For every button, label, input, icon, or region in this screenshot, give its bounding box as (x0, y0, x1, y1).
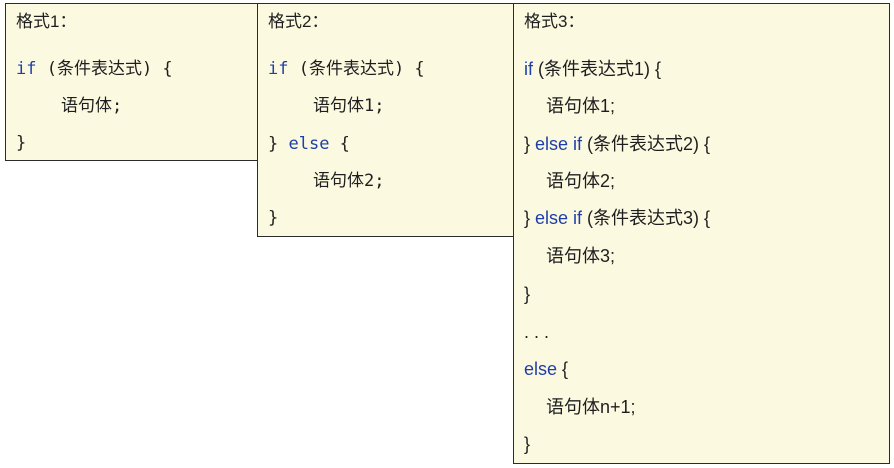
code-text: (条件表达式) { (36, 59, 173, 79)
code-text: } (16, 133, 27, 153)
code-line: 语句体2; (524, 168, 615, 194)
code-text: } (524, 134, 536, 154)
code-text: 语句体; (61, 96, 123, 116)
format1-title: 格式1： (16, 12, 77, 31)
keyword: if (524, 59, 533, 79)
format1-panel: 格式1： if (条件表达式) { 语句体; } (5, 3, 259, 161)
code-line: 语句体3; (524, 243, 615, 269)
code-text: (条件表达式1) { (533, 59, 662, 79)
code-text: 语句体n+1; (546, 397, 636, 417)
code-text: (条件表达式2) { (582, 134, 711, 154)
code-line: if (条件表达式) { (16, 56, 173, 82)
code-text: } (524, 208, 536, 228)
code-line: if (条件表达式) { (268, 56, 425, 82)
code-line: . . . (524, 319, 549, 345)
code-text: (条件表达式3) { (582, 208, 711, 228)
code-line: 语句体; (16, 93, 122, 119)
code-line: 语句体2; (268, 168, 384, 194)
code-line: } (524, 281, 530, 307)
code-line: } else if (条件表达式2) { (524, 131, 710, 157)
keyword: else (524, 359, 558, 379)
code-text: 语句体2; (313, 171, 385, 191)
code-text: 语句体3; (546, 246, 616, 266)
code-text: } (524, 434, 531, 454)
keyword: if (16, 59, 37, 79)
ellipsis: . . . (524, 322, 550, 342)
code-text: (条件表达式) { (288, 59, 425, 79)
keyword: else if (535, 134, 583, 154)
keyword: else if (535, 208, 583, 228)
keyword: if (268, 59, 289, 79)
format2-title: 格式2： (268, 12, 329, 31)
format3-panel: 格式3： if (条件表达式1) { 语句体1; } else if (条件表达… (513, 3, 890, 464)
code-text: 语句体2; (546, 171, 616, 191)
code-line: } (524, 431, 530, 457)
code-text: } (268, 208, 279, 228)
code-text: { (557, 359, 569, 379)
code-line: 语句体1; (268, 93, 384, 119)
keyword: else (288, 134, 330, 154)
code-text: 语句体1; (546, 96, 616, 116)
code-text: { (329, 134, 350, 154)
code-line: 语句体n+1; (524, 394, 636, 420)
code-line: 语句体1; (524, 93, 615, 119)
code-line: if (条件表达式1) { (524, 56, 661, 82)
code-line: else { (524, 356, 568, 382)
code-text: 语句体1; (313, 96, 385, 116)
code-line: } else if (条件表达式3) { (524, 205, 710, 231)
code-text: } (268, 134, 289, 154)
code-line: } (16, 130, 26, 156)
format3-title: 格式3： (524, 12, 585, 31)
code-text: } (524, 284, 531, 304)
code-line: } (268, 205, 278, 231)
format2-panel: 格式2： if (条件表达式) { 语句体1; } else { 语句体2; } (257, 3, 515, 237)
code-line: } else { (268, 131, 350, 157)
